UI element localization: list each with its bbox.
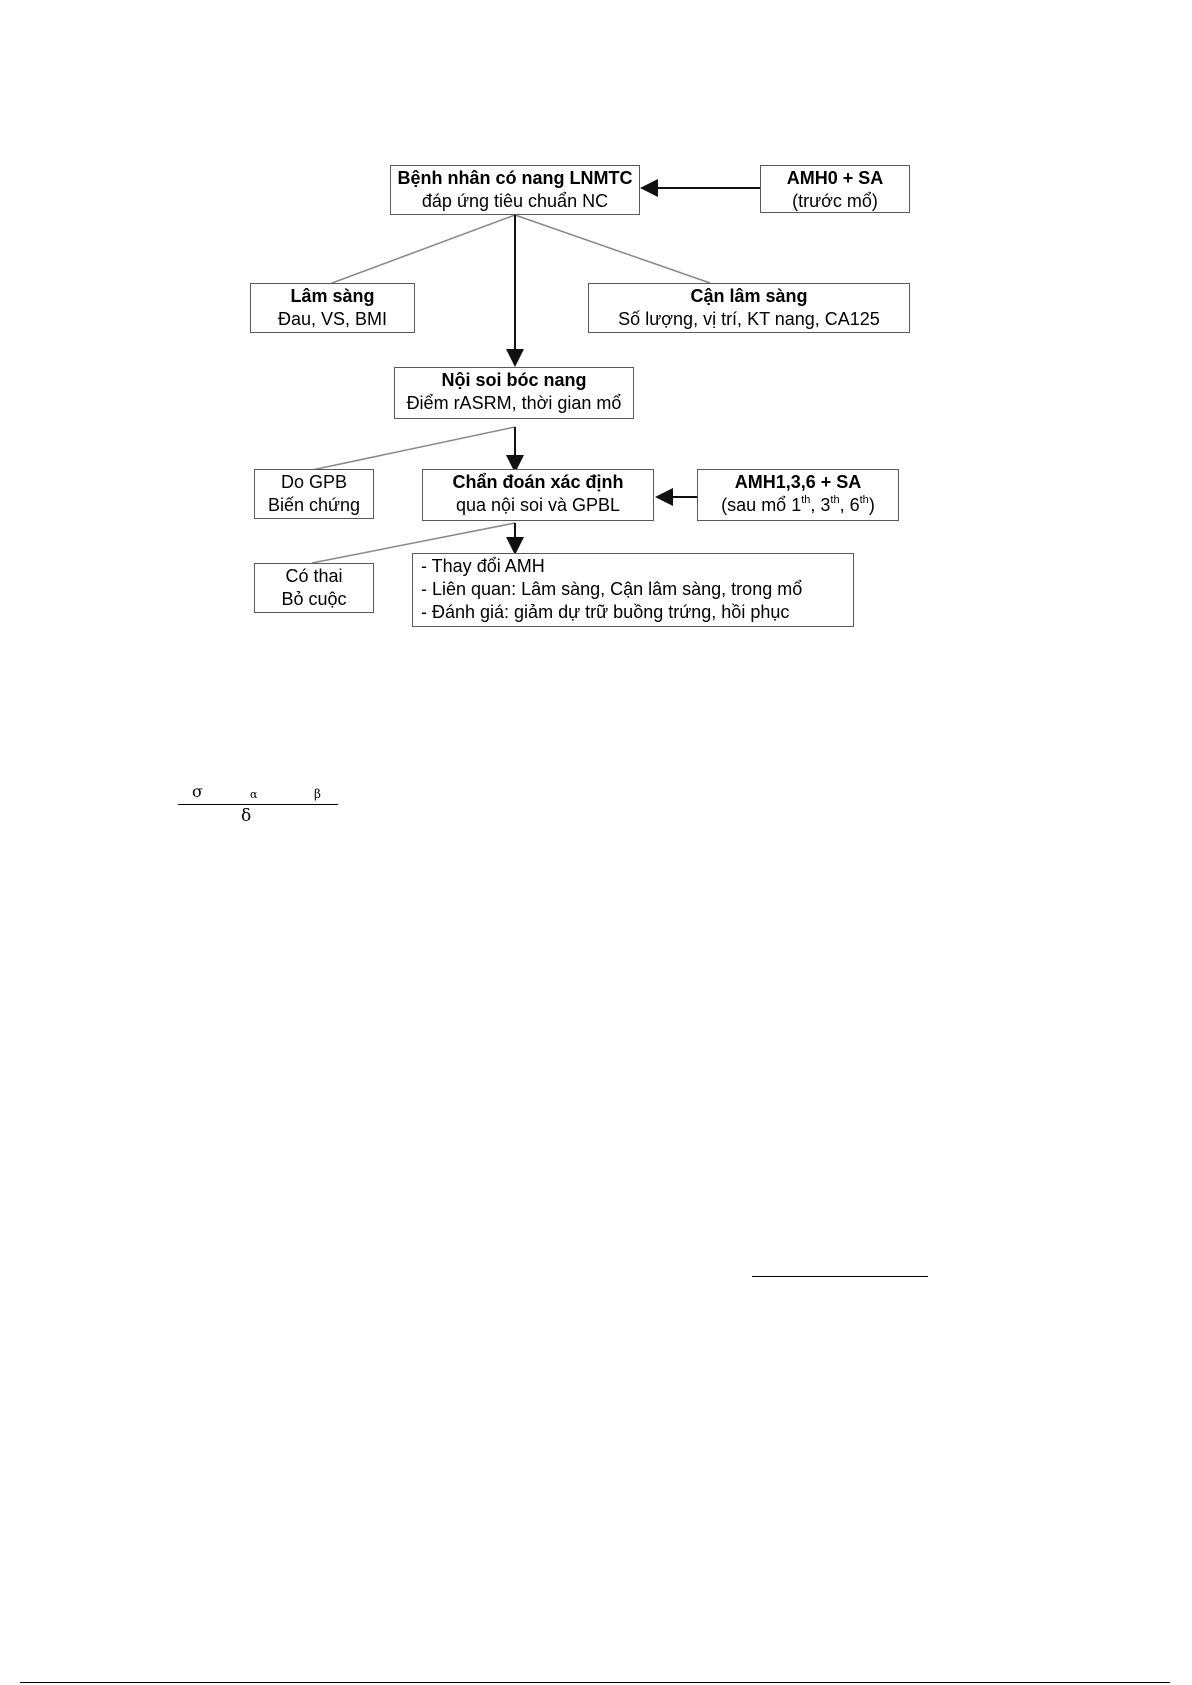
amh-post-sub: (sau mổ 1th, 3th, 6th) [698,494,898,517]
amh-post-box: AMH1,3,6 + SA (sau mổ 1th, 3th, 6th) [697,469,899,521]
exclude-pregnant-line1: Có thai [285,566,343,586]
amh-post-sup3: th [859,494,869,506]
exclude-gpb-line1: Do GPB [280,472,348,492]
outcome-item: - Đánh giá: giảm dự trữ buồng trứng, hồi… [421,602,790,622]
exclude-pregnant-box: Có thai Bỏ cuộc [254,563,374,613]
patient-sub: đáp ứng tiêu chuẩn NC [421,191,609,211]
link-diagnosis-to-exclude [311,522,516,564]
formula-alpha: α [250,788,258,801]
paraclinical-box: Cận lâm sàng Số lượng, vị trí, KT nang, … [588,283,910,333]
exclude-gpb-box: Do GPB Biến chứng [254,469,374,519]
amh-post-sep2: , 6 [839,495,860,515]
formula-fraction-bar [178,804,338,805]
study-flowchart: Bệnh nhân có nang LNMTC đáp ứng tiêu chu… [250,165,930,635]
formula-delta: δ [241,806,252,826]
amh-post-sup2: th [830,494,840,506]
amh-post-sub-prefix: (sau mổ 1 [721,495,802,515]
patient-box: Bệnh nhân có nang LNMTC đáp ứng tiêu chu… [390,165,640,215]
exclude-pregnant-line2: Bỏ cuộc [281,589,347,609]
amh-post-sub-suffix: ) [868,495,875,515]
formula-beta: β [314,787,321,801]
link-patient-to-paraclinical [514,214,711,284]
surgery-sub: Điểm rASRM, thời gian mổ [406,393,622,413]
clinical-title: Lâm sàng [290,286,375,306]
patient-title: Bệnh nhân có nang LNMTC [397,168,633,188]
link-surgery-to-exclude [311,426,516,471]
diagnosis-box: Chẩn đoán xác định qua nội soi và GPBL [422,469,654,521]
amh-post-sup1: th [801,494,811,506]
clinical-box: Lâm sàng Đau, VS, BMI [250,283,415,333]
outcomes-box: - Thay đổi AMH - Liên quan: Lâm sàng, Cậ… [412,553,854,627]
amh-post-title: AMH1,3,6 + SA [734,472,862,492]
flowchart-connectors [311,179,760,564]
amh0-sub: (trước mổ) [792,191,878,211]
amh0-title: AMH0 + SA [786,168,884,188]
paraclinical-title: Cận lâm sàng [690,286,808,306]
link-patient-to-clinical [331,214,516,284]
page-footer-line [20,1682,1170,1683]
outcome-item: - Liên quan: Lâm sàng, Cận lâm sàng, tro… [421,579,803,599]
diagnosis-sub: qua nội soi và GPBL [455,495,621,515]
formula-sigma: σ [192,782,203,801]
surgery-box: Nội soi bóc nang Điểm rASRM, thời gian m… [394,367,634,419]
exclude-gpb-line2: Biến chứng [267,495,361,515]
amh0-box: AMH0 + SA (trước mổ) [760,165,910,213]
separator-line [752,1276,928,1277]
sample-size-formula: σ α β δ [178,782,338,828]
outcome-item: - Thay đổi AMH [421,556,545,576]
diagnosis-title: Chẩn đoán xác định [452,472,624,492]
surgery-title: Nội soi bóc nang [441,370,587,390]
paraclinical-sub: Số lượng, vị trí, KT nang, CA125 [618,309,880,329]
clinical-sub: Đau, VS, BMI [277,309,388,329]
amh-post-sep1: , 3 [810,495,831,515]
